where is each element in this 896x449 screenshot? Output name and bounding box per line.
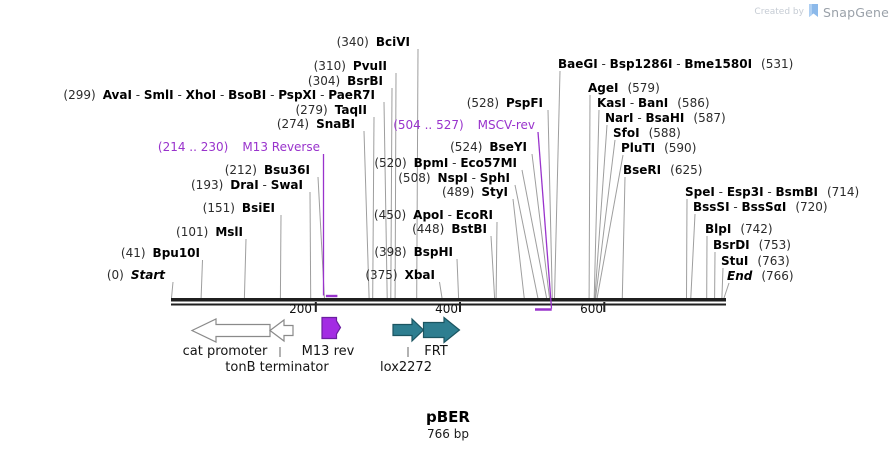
leader-line-end: [723, 282, 730, 299]
watermark-brand: SnapGene: [822, 4, 889, 20]
leader-line-bseri: [621, 176, 626, 299]
ruler-tick-400: [459, 302, 461, 312]
site-label-bpu10i[interactable]: (41)Bpu10I: [120, 246, 200, 260]
site-label-taqii[interactable]: (279)TaqII: [295, 103, 367, 117]
primer-label-mscv-rev[interactable]: (504 .. 527)MSCV-rev: [393, 118, 535, 132]
title-block: pBER 766 bp: [0, 408, 896, 442]
leader-line-bseyi: [531, 153, 550, 299]
leader-line-nspi: [514, 184, 539, 299]
leader-line-taqii: [372, 116, 375, 299]
site-label-bpmi[interactable]: (520)BpmI - Eco57MI: [374, 156, 517, 170]
site-label-blpi[interactable]: BlpI(742): [705, 222, 773, 236]
ruler-tick-200: [314, 302, 317, 312]
site-label-nari[interactable]: NarI - BsaHI(587): [605, 111, 726, 125]
leader-line-kasi: [593, 109, 600, 299]
watermark: Created by SnapGene: [754, 4, 889, 20]
feature-label-tonb-terminator[interactable]: tonB terminator: [225, 360, 329, 375]
leader-line-bsphi: [456, 258, 460, 299]
leader-line-msli: [243, 238, 247, 299]
leader-line-apoi: [495, 221, 498, 299]
site-label-bsrbi[interactable]: (304)BsrBI: [307, 74, 383, 88]
leader-line-xbai: [439, 281, 443, 299]
site-label-bseyi[interactable]: (524)BseYI: [450, 140, 527, 154]
leader-line-bpmi: [521, 169, 548, 299]
leader-line-agei: [588, 94, 591, 299]
site-label-nspi[interactable]: (508)NspI - SphI: [398, 171, 510, 185]
site-label-styi[interactable]: (489)StyI: [442, 185, 508, 199]
leader-line-bsiei: [279, 214, 282, 299]
leader-line-bsssi: [690, 213, 696, 299]
snapgene-logo-icon: [808, 4, 818, 17]
feature-label-cat-promoter[interactable]: cat promoter: [182, 344, 268, 359]
feature-arrow-frt[interactable]: [422, 316, 461, 344]
feature-label-frt[interactable]: FRT: [424, 344, 448, 359]
site-label-bseri[interactable]: BseRI(625): [623, 163, 703, 177]
leader-line-pvuii: [394, 72, 397, 299]
site-label-bsiei[interactable]: (151)BsiEI: [202, 201, 275, 215]
site-label-snabi[interactable]: (274)SnaBI: [276, 117, 355, 131]
leader-line-pspfi: [547, 109, 553, 299]
feature-arrow-tonb-terminator[interactable]: [269, 318, 294, 343]
site-label-xbai[interactable]: (375)XbaI: [365, 268, 435, 282]
ruler-tick-600: [603, 302, 606, 312]
leader-line-spei: [686, 198, 688, 299]
site-label-stui[interactable]: StuI(763): [721, 254, 790, 268]
site-label-pspfi[interactable]: (528)PspFI: [466, 96, 543, 110]
sequence-backbone-top[interactable]: [171, 298, 726, 302]
ruler-label-200: 200: [289, 302, 312, 316]
watermark-created-by: Created by: [754, 7, 804, 17]
leader-line-styi: [512, 198, 525, 299]
leader-line-bstbi: [490, 235, 496, 299]
leader-line-sfoi: [595, 139, 616, 299]
ruler-label-400: 400: [435, 302, 458, 316]
leader-line-nari: [594, 124, 608, 299]
site-label-bsphi[interactable]: (398)BspHI: [374, 245, 453, 259]
leader-line-drai: [309, 191, 312, 299]
site-label-spei[interactable]: SpeI - Esp3I - BsmBI(714): [685, 185, 860, 199]
plasmid-name: pBER: [426, 408, 470, 426]
leader-line-snabi: [363, 130, 370, 299]
site-label-drai[interactable]: (193)DraI - SwaI: [191, 178, 303, 192]
site-label-apoi[interactable]: (450)ApoI - EcoRI: [373, 208, 493, 222]
site-label-kasi[interactable]: KasI - BanI(586): [597, 96, 710, 110]
feature-label-m13-rev[interactable]: M13 rev: [301, 344, 355, 359]
site-label-start[interactable]: (0)Start: [106, 268, 165, 282]
site-label-end[interactable]: End(766): [727, 269, 794, 283]
leader-line-baegi: [554, 70, 561, 299]
site-label-msli[interactable]: (101)MslI: [176, 225, 243, 239]
feature-arrow-cat-promoter[interactable]: [190, 318, 271, 343]
site-label-bsssi[interactable]: BssSI - BssSαI(720): [693, 200, 828, 214]
leader-line-stui: [721, 267, 724, 299]
ruler-label-600: 600: [580, 302, 603, 316]
site-label-sfoi[interactable]: SfoI(588): [613, 126, 681, 140]
site-label-baegi[interactable]: BaeGI - Bsp1286I - Bme1580I(531): [558, 57, 794, 71]
feature-label-lox2272[interactable]: lox2272: [380, 360, 432, 375]
site-label-bsrdi[interactable]: BsrDI(753): [713, 238, 791, 252]
feature-arrow-lox2272[interactable]: [392, 317, 425, 343]
leader-line-pluti: [596, 154, 624, 299]
leader-line-avai: [383, 101, 388, 299]
site-label-agei[interactable]: AgeI(579): [588, 81, 660, 95]
feature-arrow-m13-rev[interactable]: [321, 316, 342, 340]
site-label-pvuii[interactable]: (310)PvuII: [313, 59, 387, 73]
primer-leader-mscv-rev: [537, 131, 553, 309]
site-label-pluti[interactable]: PluTI(590): [621, 141, 697, 155]
leader-line-start: [171, 281, 174, 299]
site-label-bstbi[interactable]: (448)BstBI: [412, 222, 487, 236]
sequence-backbone-bottom[interactable]: [171, 303, 726, 306]
leader-line-bsrbi: [390, 87, 393, 299]
leader-line-bcivi: [416, 48, 419, 299]
site-label-bcivi[interactable]: (340)BciVI: [336, 35, 410, 49]
primer-label-m13-reverse[interactable]: (214 .. 230)M13 Reverse: [157, 140, 320, 154]
plasmid-length: 766 bp: [427, 427, 469, 441]
site-label-avai[interactable]: (299)AvaI - SmlI - XhoI - BsoBI - PspXI …: [63, 88, 375, 102]
site-label-bsu36i[interactable]: (212)Bsu36I: [224, 163, 310, 177]
leader-line-bpu10i: [200, 259, 203, 299]
